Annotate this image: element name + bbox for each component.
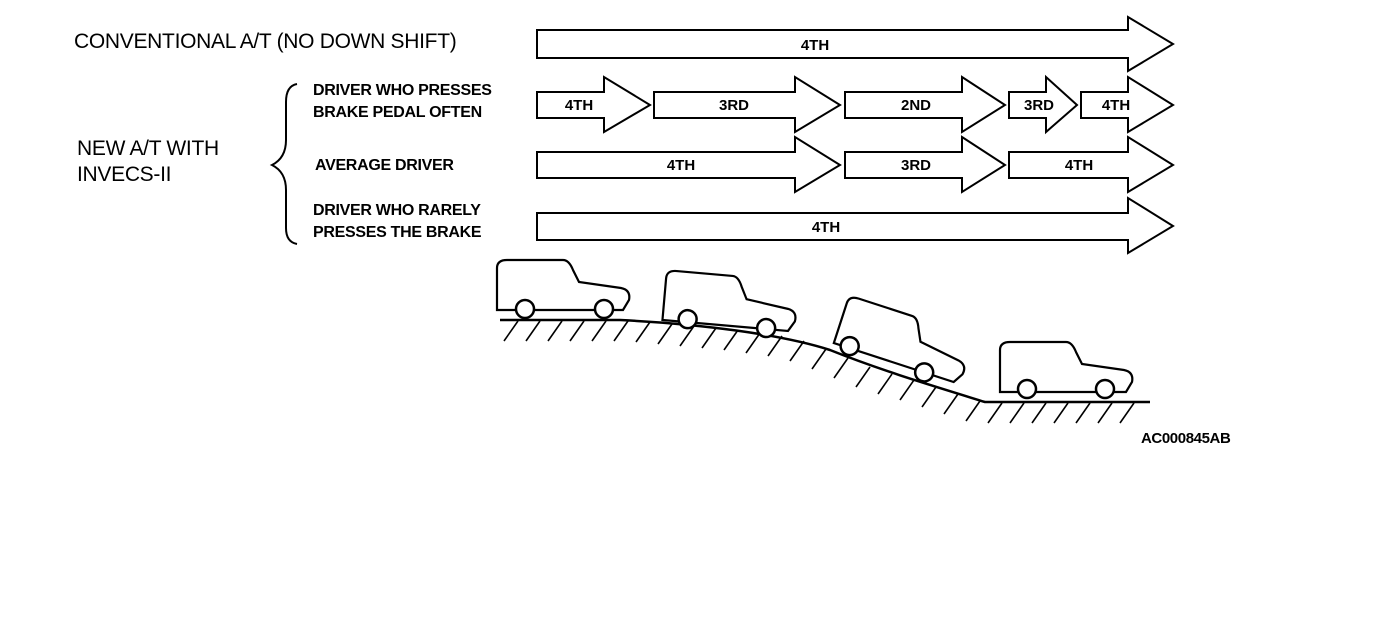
gear-label: 2ND — [901, 97, 931, 114]
gear-label: 4TH — [1102, 97, 1130, 114]
new-at-label-line1: NEW A/T WITH — [77, 137, 219, 160]
grouping-brace — [269, 83, 298, 245]
conventional-at-label: CONVENTIONAL A/T (NO DOWN SHIFT) — [74, 30, 457, 53]
new-at-label-line2: INVECS-II — [77, 163, 172, 186]
row-label-brake-often-line2: BRAKE PEDAL OFTEN — [313, 104, 482, 121]
arrow-brake-often-3rd: 3RD — [653, 75, 842, 134]
gear-label: 4TH — [667, 157, 695, 174]
reference-code: AC000845AB — [1141, 430, 1231, 447]
vehicle-1 — [495, 258, 631, 320]
arrow-brake-often-2nd: 2ND — [844, 75, 1007, 134]
arrow-brake-often-4th: 4TH — [536, 75, 652, 134]
gear-label: 4TH — [812, 219, 840, 236]
vehicle-3 — [832, 296, 966, 384]
row-label-brake-often-line1: DRIVER WHO PRESSES — [313, 82, 492, 99]
gear-label: 3RD — [1024, 97, 1054, 114]
arrow-rarely-4th: 4TH — [536, 196, 1175, 255]
gear-label: 3RD — [901, 157, 931, 174]
vehicle-4 — [998, 340, 1134, 400]
vehicle-2 — [661, 269, 797, 339]
arrow-average-3rd: 3RD — [844, 135, 1007, 194]
road-slope — [500, 318, 1150, 424]
arrow-brake-often-3rd-b: 3RD — [1008, 74, 1079, 135]
gear-label: 4TH — [1065, 157, 1093, 174]
arrow-average-4th: 4TH — [536, 135, 842, 194]
gear-label: 4TH — [801, 37, 829, 54]
arrow-conventional-4th: 4TH — [536, 15, 1175, 73]
arrow-brake-often-4th-b: 4TH — [1080, 75, 1175, 134]
gear-label: 3RD — [719, 97, 749, 114]
row-label-rarely-brakes-line1: DRIVER WHO RARELY — [313, 202, 481, 219]
row-label-average-driver: AVERAGE DRIVER — [315, 157, 454, 174]
gear-label: 4TH — [565, 97, 593, 114]
arrow-average-4th-b: 4TH — [1008, 135, 1175, 194]
row-label-rarely-brakes-line2: PRESSES THE BRAKE — [313, 224, 482, 241]
